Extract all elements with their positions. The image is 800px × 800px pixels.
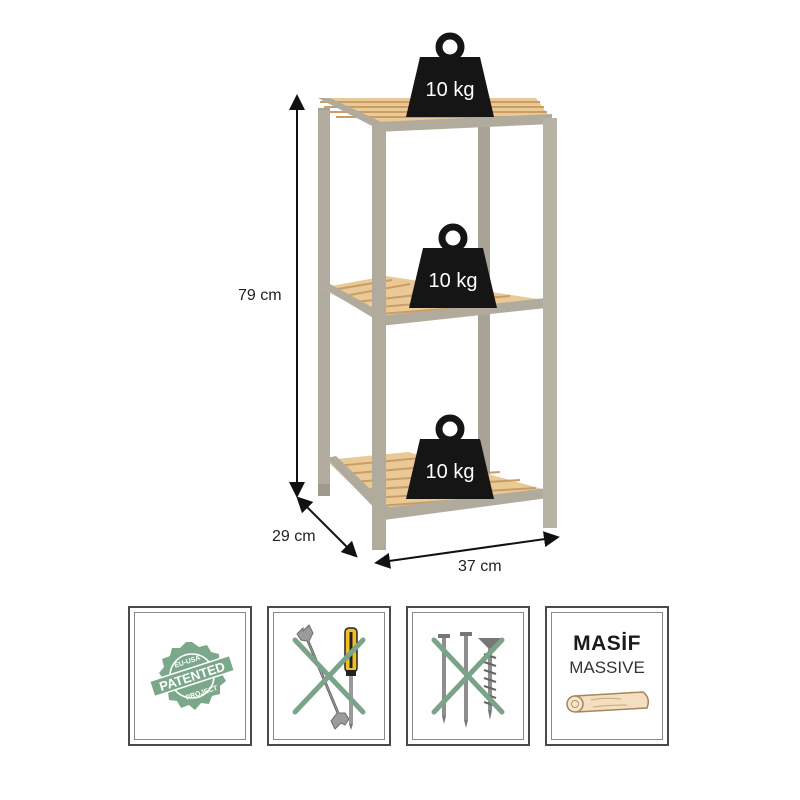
height-label: 79 cm — [238, 287, 282, 304]
weight-label: 10 kg — [426, 461, 475, 483]
cross-icon — [292, 637, 366, 715]
patented-badge: EU-USA PATENTED PROJECT — [128, 606, 252, 746]
depth-label: 29 cm — [272, 528, 316, 545]
no-screws-badge — [406, 606, 530, 746]
weight-icon: 10 kg — [409, 223, 497, 308]
width-arrow — [374, 531, 560, 569]
massive-title: MASİF — [573, 632, 641, 655]
weight-icon: 10 kg — [406, 32, 494, 117]
depth-arrow — [296, 496, 358, 558]
screwdriver-icon — [344, 627, 358, 730]
front-left-post — [372, 126, 386, 550]
width-label: 37 cm — [458, 558, 502, 575]
massive-subtitle: MASSIVE — [569, 658, 645, 677]
nail-icon — [438, 634, 450, 724]
log-icon — [566, 691, 650, 713]
cross-icon — [431, 637, 505, 715]
weight-label: 10 kg — [426, 79, 475, 101]
weight-icon: 10 kg — [406, 414, 494, 499]
no-tools-badge — [267, 606, 391, 746]
front-right-post — [543, 118, 557, 528]
weight-label: 10 kg — [429, 270, 478, 292]
wrench-icon — [296, 624, 350, 730]
massive-badge: MASİF MASSIVE — [545, 606, 669, 746]
